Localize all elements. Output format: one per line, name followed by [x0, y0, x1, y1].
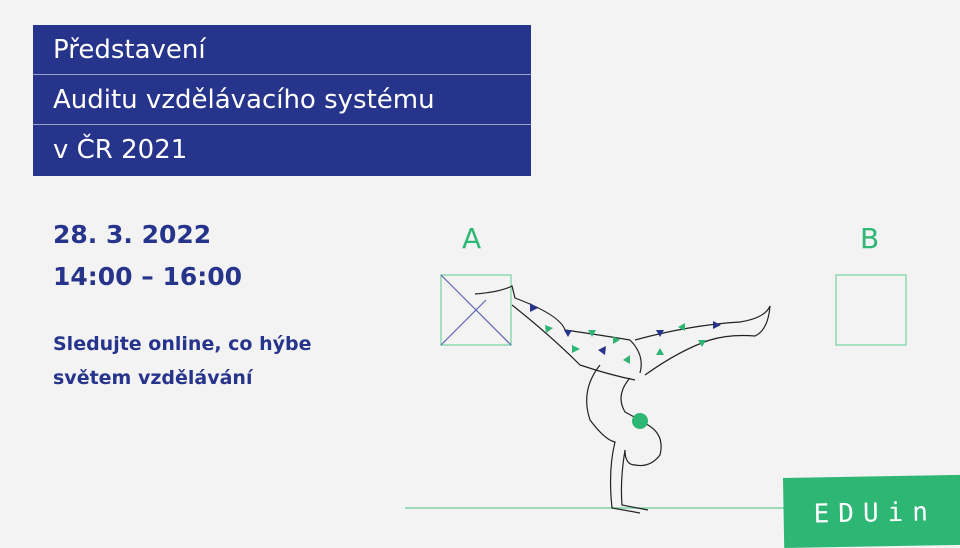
event-time: 14:00 – 16:00 [53, 262, 243, 291]
title-line-3: v ČR 2021 [53, 135, 188, 165]
title-box: Představení Auditu vzdělávacího systému … [33, 25, 531, 176]
label-b: B [860, 222, 880, 255]
triangle-markers [530, 303, 721, 364]
logo-text: EDUin [813, 497, 938, 530]
label-a: A [462, 222, 482, 255]
subtitle-line-2: světem vzdělávání [53, 367, 253, 389]
box-a [440, 274, 512, 346]
box-b [835, 274, 907, 346]
event-date: 28. 3. 2022 [53, 220, 212, 249]
subtitle-line-1: Sledujte online, co hýbe [53, 333, 312, 355]
title-line-2: Auditu vzdělávacího systému [33, 75, 531, 125]
event-subtitle: Sledujte online, co hýbe světem vzdělává… [53, 327, 312, 395]
eduin-logo: EDUin [783, 474, 960, 548]
title-line-1: Představení [33, 25, 531, 75]
